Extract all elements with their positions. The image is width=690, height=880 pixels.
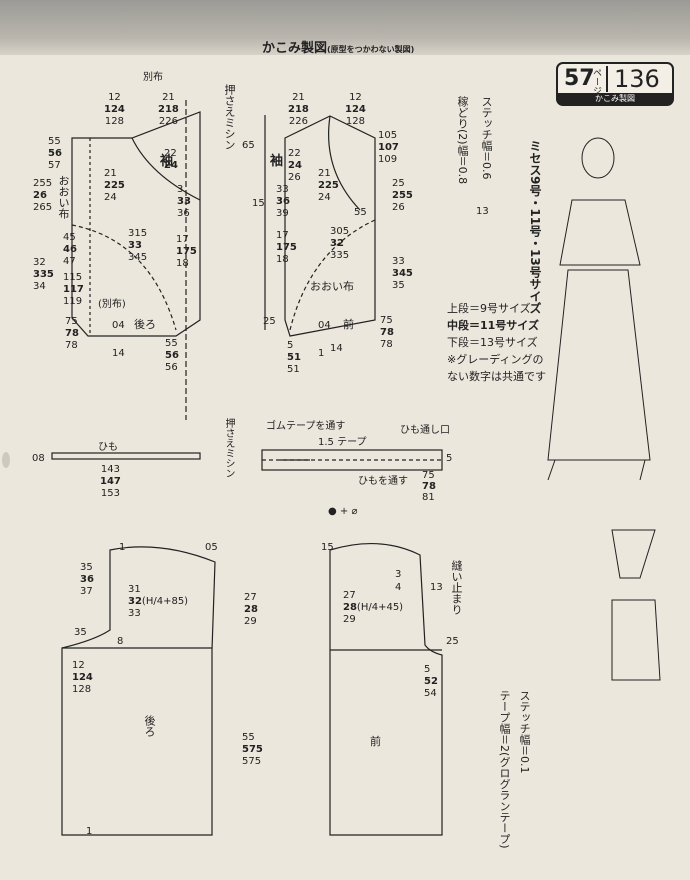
- num-r15: 15: [252, 198, 265, 209]
- model-illustration: [547, 137, 661, 681]
- tie-pattern: [51, 452, 201, 460]
- back-pants-pattern: [61, 546, 216, 836]
- tape-note: テープ幅＝2(グログランテープ): [498, 690, 511, 849]
- size-legend: 上段＝9号サイズ 中段＝11号サイズ 下段＝13号サイズ ※グレーディングの な…: [447, 302, 546, 383]
- num-r25: 25: [263, 316, 276, 327]
- label-tape15: 1.5 テープ: [318, 437, 367, 448]
- label-thread-tie: ひもを通す: [358, 476, 408, 487]
- label-ooi-front: おおい布: [310, 280, 354, 293]
- front-bodice-pattern: [264, 115, 376, 337]
- osae-note: 押さえミシン: [223, 84, 236, 150]
- front-pants-pattern: [329, 543, 443, 836]
- stitch2-note: ステッチ幅＝0.1: [518, 690, 531, 774]
- page-badge: 57 ページ 136 かこみ製図: [556, 62, 674, 106]
- fold-extra: 13: [476, 206, 489, 217]
- num-p-left3: 35: [74, 627, 87, 638]
- num-himo-w: 08: [32, 453, 45, 464]
- label-elastic: ゴムテープを通す: [266, 421, 346, 432]
- fold-note: 稼どり(2)幅＝0.8: [456, 96, 469, 185]
- label-betsu: 別布: [143, 72, 163, 83]
- label-tie-opening: ひも通し口: [400, 425, 450, 436]
- label-sleeve-front: 袖: [270, 154, 284, 169]
- label-back: 後ろ: [134, 318, 156, 331]
- badge-caption: かこみ製図: [558, 93, 672, 104]
- num-p-15: 15: [321, 542, 334, 553]
- num-r65: 65: [242, 140, 255, 151]
- badge-page-label: ページ: [591, 68, 601, 95]
- label-osae2: 押さえミシン: [223, 418, 234, 478]
- opening-note: 縫い止まり: [450, 560, 463, 615]
- num-p-13: 13: [430, 582, 443, 593]
- page-header: かこみ製図(原型をつかわない製図): [0, 0, 690, 56]
- num-p-8: 8: [117, 636, 124, 647]
- num-p-25: 25: [446, 636, 459, 647]
- num-r14: 14: [330, 343, 343, 354]
- back-bodice-pattern: [71, 100, 201, 420]
- stitch-note: ステッチ幅＝0.6: [480, 96, 493, 180]
- label-sleeve-back: 袖: [160, 154, 174, 169]
- page-title: かこみ製図(原型をつかわない製図): [262, 41, 415, 56]
- label-center-mark: ● + ⌀: [328, 506, 358, 517]
- label-ooi-back: おおい布: [57, 175, 70, 219]
- size-range: ミセス9号・11号・13号サイズ: [528, 140, 542, 314]
- num-p-1b: 1: [86, 826, 93, 837]
- label-front: 前: [343, 318, 354, 331]
- badge-page-b: 136: [614, 65, 660, 93]
- label-betsununo: (別布): [98, 299, 126, 310]
- num-band5: 5: [446, 453, 453, 464]
- badge-page-a: 57: [564, 66, 595, 91]
- num-r55: 55: [354, 207, 367, 218]
- num-p-1: 1: [119, 542, 126, 553]
- waistband-pattern: [261, 449, 443, 471]
- label-front-pants: 前: [370, 735, 381, 748]
- label-back-pants: 後ろ: [143, 715, 156, 737]
- num-p-05: 05: [205, 542, 218, 553]
- label-tie: ひも: [98, 442, 118, 453]
